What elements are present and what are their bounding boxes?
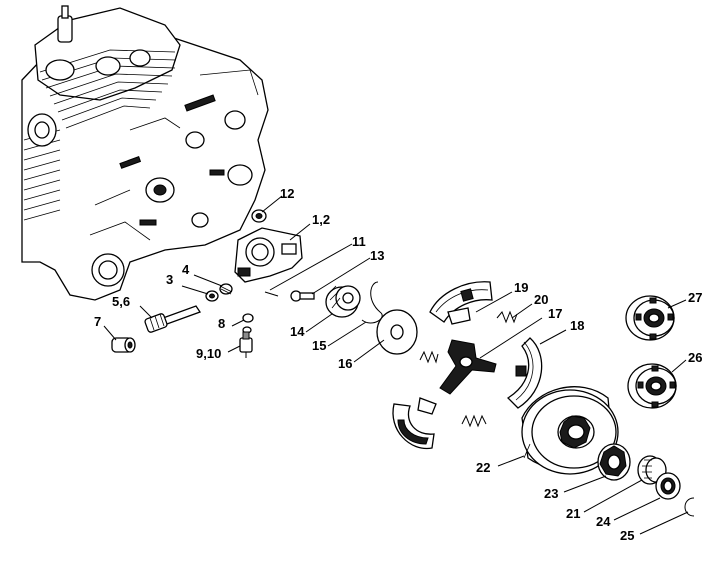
part-22-clutch-drum	[521, 386, 619, 475]
part-14-adapter	[325, 285, 361, 318]
part-11-pin	[264, 291, 279, 297]
clutch-shoe-lower	[392, 397, 437, 450]
part-12-plug	[251, 209, 267, 223]
callout-20: 20	[534, 292, 548, 307]
clutch-group	[325, 281, 543, 450]
spring-lower	[461, 414, 487, 428]
callout-17: 17	[548, 306, 562, 321]
leader-lines	[103, 195, 689, 535]
part-16-washer	[376, 309, 418, 355]
callout-1-2: 1,2	[312, 212, 330, 227]
callout-4: 4	[182, 262, 190, 277]
oil-pump-group	[111, 209, 315, 358]
callout-13: 13	[370, 248, 384, 263]
callout-16: 16	[338, 356, 352, 371]
callout-24: 24	[596, 514, 611, 529]
callout-3: 3	[166, 272, 173, 287]
callout-9-10: 9,10	[196, 346, 221, 361]
part-20-spring	[496, 310, 518, 324]
part-7-sleeve	[111, 337, 136, 353]
callout-12: 12	[280, 186, 294, 201]
callout-21: 21	[566, 506, 580, 521]
part-4-spring	[219, 283, 233, 295]
part-5-6-worm-shaft	[144, 305, 201, 333]
callout-8: 8	[218, 316, 225, 331]
callout-23: 23	[544, 486, 558, 501]
part-8-o-ring	[242, 313, 254, 334]
callout-25: 25	[620, 528, 634, 543]
spring-small	[419, 350, 439, 364]
part-27-rim-sprocket	[625, 295, 675, 341]
part-19-clutch-shoe	[429, 281, 493, 325]
part-9-10-valve	[239, 331, 253, 358]
callout-22: 22	[476, 460, 490, 475]
engine-housing	[21, 5, 269, 301]
callout-7: 7	[94, 314, 101, 329]
part-3-washer	[205, 290, 219, 302]
part-13-screw	[290, 290, 315, 302]
part-24-washer	[655, 472, 681, 500]
part-25-e-clip	[684, 497, 695, 517]
part-15-spring-clip	[361, 281, 383, 324]
part-18-clutch-shoe	[506, 337, 543, 409]
callout-26: 26	[688, 350, 702, 365]
callout-14: 14	[290, 324, 305, 339]
part-17-clutch-carrier	[439, 339, 497, 395]
callout-5-6: 5,6	[112, 294, 130, 309]
callout-19: 19	[514, 280, 528, 295]
part-26-rim-sprocket	[627, 363, 677, 409]
part-23-spur-sprocket	[597, 443, 631, 481]
callout-18: 18	[570, 318, 584, 333]
callout-27: 27	[688, 290, 702, 305]
callout-11: 11	[352, 234, 366, 249]
callout-labels: 12 1,2 11 13 3 4 5,6 7 8 9,10 14 15 16 1…	[94, 186, 702, 543]
callout-15: 15	[312, 338, 326, 353]
part-1-2-oil-pump	[234, 227, 303, 283]
